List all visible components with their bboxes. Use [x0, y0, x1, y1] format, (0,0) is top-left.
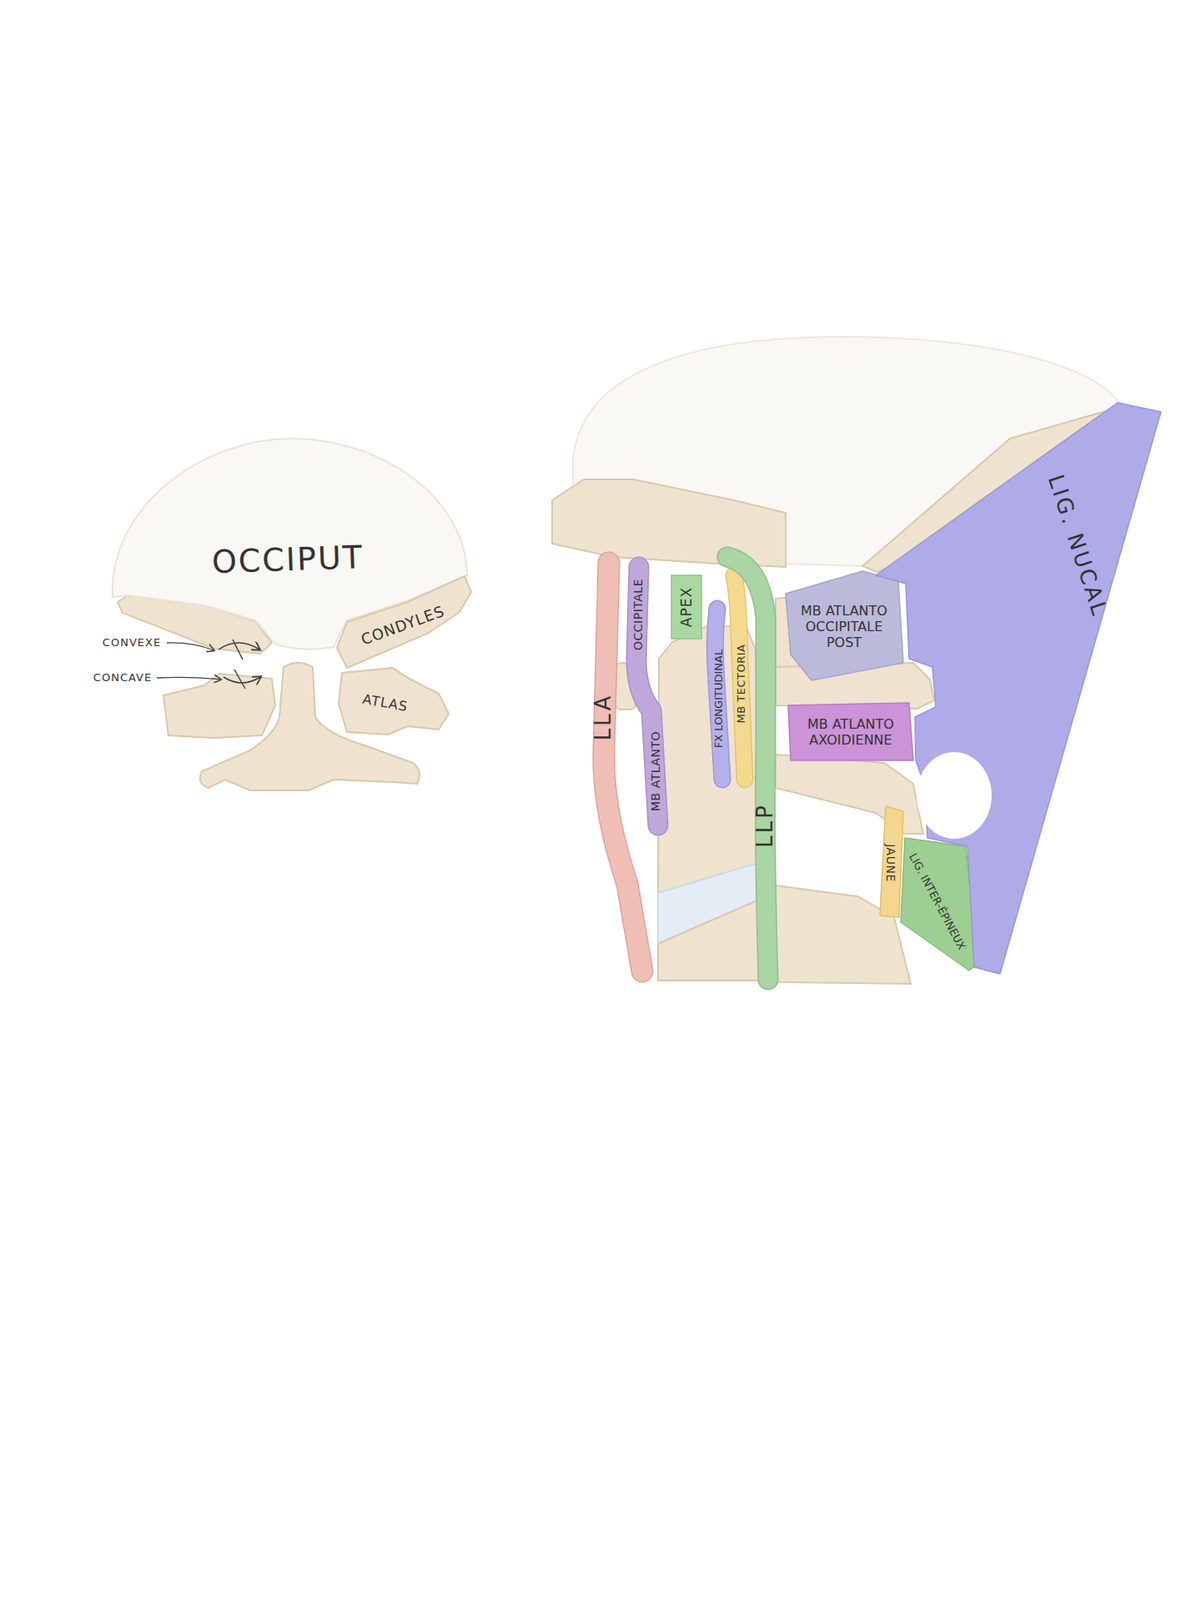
ligament-label: MB TECTORIA	[734, 644, 749, 724]
ligament-node: MB ATLANTO AXOIDIENNE	[786, 700, 916, 764]
occiput-shape-fill	[112, 438, 468, 650]
nuchal-ligament-shape-fill	[875, 402, 1161, 975]
ligament-node: CONDYLES	[333, 571, 476, 672]
membrane-band	[621, 554, 676, 839]
ligament-band-fill	[727, 557, 769, 980]
callout-label: CONVEXE	[102, 636, 161, 650]
c3-body	[658, 899, 761, 981]
ligament-node: ATLAS	[333, 663, 455, 740]
ligament-label: OCCIPUT	[211, 538, 365, 583]
condyle-shape-fill	[336, 576, 472, 669]
ligament-node: LIG. NUCAL	[871, 398, 1164, 979]
ligament-node: MB ATLANTO OCCIPITALE	[621, 554, 676, 839]
ligament-label: LLA	[590, 693, 617, 741]
ligament-label: MB ATLANTO OCCIPITALE POST	[790, 603, 898, 652]
ligament-label: MB ATLANTO AXOIDIENNE	[792, 716, 910, 749]
ligament-node: MB TECTORIA	[723, 567, 754, 789]
concave-tick	[234, 669, 246, 689]
leader-line	[166, 643, 214, 651]
ligament-band	[717, 546, 784, 989]
leader-line	[156, 677, 221, 680]
ligament-label: JAUNE	[884, 844, 899, 883]
convex-arc	[218, 643, 260, 650]
convex-tick	[232, 639, 243, 660]
atlas-shape-fill	[338, 668, 449, 735]
ligament-band-fill	[671, 575, 702, 639]
membrane-shape-fill	[785, 571, 904, 681]
ligament-label: MB ATLANTO	[648, 731, 664, 812]
ligament-band-fill	[879, 806, 904, 918]
ligament-label: OCCIPITALE	[631, 578, 646, 651]
nuchal-ligament-shape	[871, 398, 1164, 979]
ligament-label: APEX	[678, 587, 695, 628]
clivus	[552, 479, 786, 568]
ligament-node: MB ATLANTO OCCIPITALE POST	[782, 567, 908, 684]
ligament-label: FX LONGITUDINAL	[712, 649, 726, 749]
callout-label: CONCAVE	[93, 671, 152, 685]
ligament-label: LLP	[752, 803, 779, 849]
membrane-shape-fill	[788, 703, 914, 761]
left-atlas-mass	[163, 673, 276, 739]
ligament-node: APEX	[671, 575, 702, 639]
ligament-band-outline	[727, 557, 769, 980]
ligament-node: FX LONGITUDINAL	[704, 600, 734, 789]
interspinous-gap	[916, 752, 992, 840]
ligament-node: LLP	[717, 546, 784, 989]
ligament-shape-fill	[900, 838, 978, 971]
